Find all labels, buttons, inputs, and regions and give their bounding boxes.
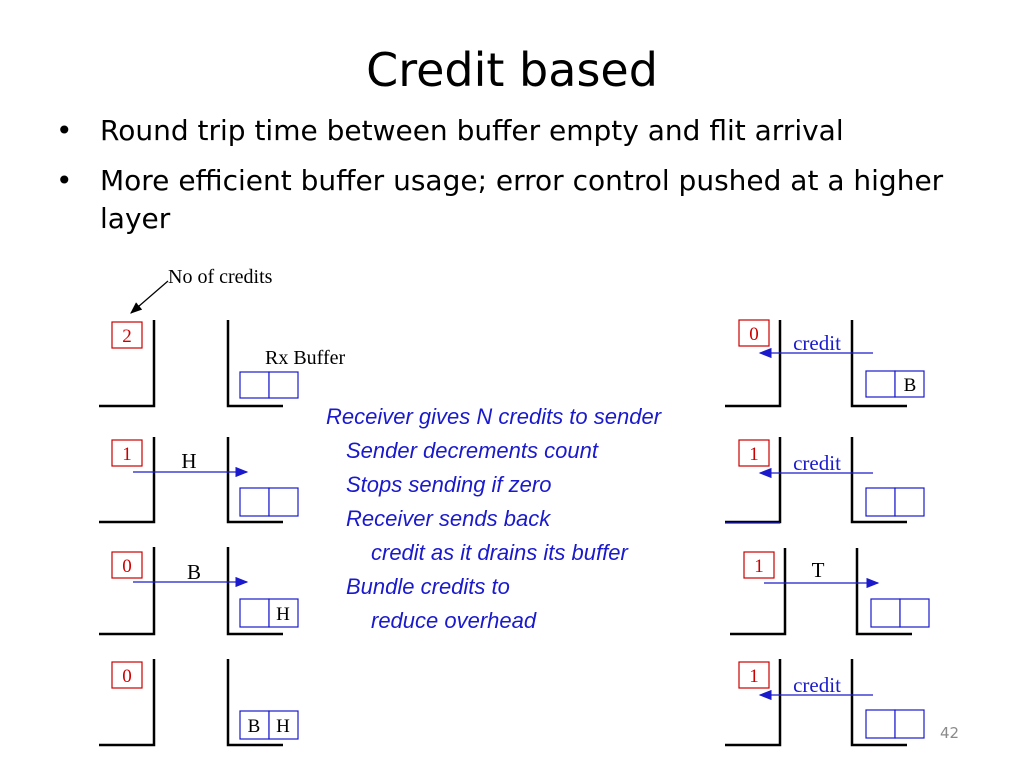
credit-counter-box bbox=[738, 319, 770, 347]
receiver-wall bbox=[226, 547, 283, 636]
bullet-list: • Round trip time between buffer empty an… bbox=[56, 112, 976, 250]
no-of-credits-label: No of credits bbox=[168, 266, 273, 288]
receiver-wall bbox=[226, 320, 283, 408]
sender-wall bbox=[99, 320, 156, 408]
left-step-2: 1 H bbox=[99, 437, 299, 524]
bullet-item: • More efficient buffer usage; error cont… bbox=[56, 162, 976, 238]
flit-label: T bbox=[812, 558, 825, 582]
note-line: credit as it drains its buffer bbox=[371, 540, 628, 565]
bullet-text: Round trip time between buffer empty and… bbox=[100, 114, 844, 147]
right-step-4: 1 credit bbox=[725, 659, 925, 747]
sender-wall bbox=[725, 437, 782, 524]
receiver-wall bbox=[855, 548, 912, 636]
buffer-flit: B bbox=[248, 716, 261, 737]
rx-buffer-slot bbox=[870, 598, 901, 628]
buffer-flit: B bbox=[904, 375, 917, 396]
credit-counter-box bbox=[738, 661, 770, 689]
credit-counter-value: 0 bbox=[122, 666, 132, 687]
left-step-1: 2 bbox=[99, 320, 299, 408]
left-step-4: 0 B H bbox=[99, 659, 299, 747]
buffer-flit: H bbox=[276, 716, 290, 737]
credit-label: credit bbox=[793, 451, 841, 475]
rx-buffer-slot bbox=[894, 370, 925, 398]
credit-counter-value: 1 bbox=[749, 666, 759, 687]
receiver-wall bbox=[850, 320, 907, 408]
right-step-2: 1 credit bbox=[725, 437, 925, 524]
credit-counter-box bbox=[111, 321, 143, 349]
credit-label: credit bbox=[793, 331, 841, 355]
sender-wall bbox=[730, 548, 787, 636]
sender-wall bbox=[99, 659, 156, 747]
note-line: reduce overhead bbox=[371, 608, 537, 633]
sender-wall bbox=[99, 547, 156, 636]
note-line: Stops sending if zero bbox=[346, 472, 552, 497]
rx-buffer-label: Rx Buffer bbox=[265, 347, 346, 369]
flit-label: B bbox=[187, 560, 201, 584]
credit-label: credit bbox=[793, 673, 841, 697]
rx-buffer-slot bbox=[894, 709, 925, 739]
sender-wall bbox=[725, 659, 782, 747]
rx-buffer-slot bbox=[239, 598, 270, 628]
note-line: Receiver sends back bbox=[346, 506, 551, 531]
rx-buffer-slot bbox=[239, 371, 270, 399]
rx-buffer-slot bbox=[899, 598, 930, 628]
credit-counter-value: 0 bbox=[749, 324, 759, 345]
rx-buffer-slot bbox=[894, 487, 925, 517]
callout-arrow bbox=[130, 280, 169, 314]
rx-buffer-slot bbox=[268, 371, 299, 399]
protocol-notes: Receiver gives N credits to sender Sende… bbox=[326, 400, 661, 638]
bullet-text: More efficient buffer usage; error contr… bbox=[100, 164, 944, 235]
sender-wall bbox=[725, 320, 782, 408]
note-line: Sender decrements count bbox=[346, 438, 598, 463]
right-step-3: 1 T bbox=[730, 548, 930, 636]
bullet-dot-icon: • bbox=[56, 164, 73, 197]
credit-counter-box bbox=[111, 551, 143, 579]
credit-counter-value: 1 bbox=[754, 556, 764, 577]
rx-buffer-slot bbox=[239, 710, 270, 740]
credit-counter-value: 1 bbox=[749, 444, 759, 465]
bullet-item: • Round trip time between buffer empty an… bbox=[56, 112, 976, 150]
sender-wall bbox=[99, 437, 156, 524]
rx-buffer-slot bbox=[865, 370, 896, 398]
receiver-wall bbox=[226, 659, 283, 747]
page-number: 42 bbox=[940, 724, 960, 742]
flit-label: H bbox=[181, 449, 196, 473]
receiver-wall bbox=[226, 437, 283, 524]
credit-counter-box bbox=[738, 439, 770, 467]
credit-counter-value: 0 bbox=[122, 556, 132, 577]
rx-buffer-slot bbox=[268, 710, 299, 740]
slide-title: Credit based bbox=[366, 43, 658, 97]
right-step-1: 0 credit B bbox=[725, 319, 925, 408]
note-line: Bundle credits to bbox=[346, 574, 510, 599]
credit-counter-value: 1 bbox=[122, 444, 132, 465]
rx-buffer-slot bbox=[865, 709, 896, 739]
buffer-flit: H bbox=[276, 604, 290, 625]
left-step-3: 0 B H bbox=[99, 547, 299, 636]
credit-counter-value: 2 bbox=[122, 326, 132, 347]
bullet-dot-icon: • bbox=[56, 114, 73, 147]
rx-buffer-slot bbox=[268, 598, 299, 628]
note-line: Receiver gives N credits to sender bbox=[326, 404, 662, 429]
credit-counter-box bbox=[111, 661, 143, 689]
rx-buffer-slot bbox=[865, 487, 896, 517]
receiver-wall bbox=[850, 659, 907, 747]
credit-counter-box bbox=[111, 439, 143, 467]
receiver-wall bbox=[850, 437, 907, 524]
rx-buffer-slot bbox=[239, 487, 270, 517]
rx-buffer-slot bbox=[268, 487, 299, 517]
credit-counter-box bbox=[743, 551, 775, 579]
